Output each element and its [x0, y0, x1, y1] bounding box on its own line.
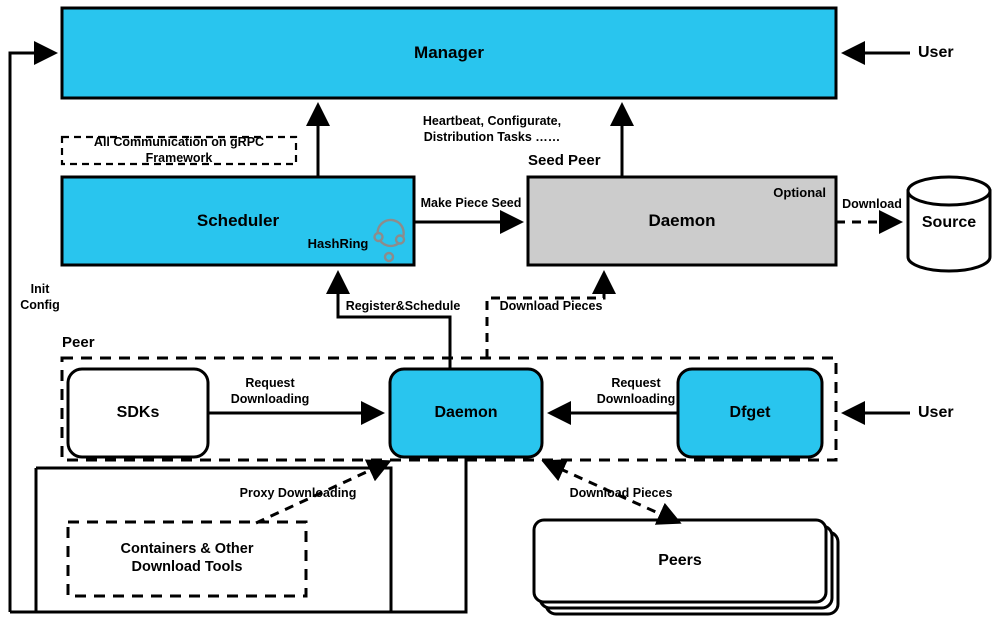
edge-init-config-return — [10, 458, 468, 614]
edge-download-pieces-seed — [485, 270, 616, 358]
edge-download-pieces-peers — [541, 459, 682, 525]
edge-label-request-downloading-sdks: Request Downloading — [230, 376, 310, 406]
edge-label-make-piece-seed: Make Piece Seed — [420, 196, 522, 211]
manager-box[interactable] — [60, 6, 838, 100]
hash-ring-icon — [373, 218, 406, 263]
grpc-note-box — [60, 135, 298, 166]
peer-daemon-box[interactable] — [388, 367, 544, 459]
edge-label-register-schedule: Register&Schedule — [345, 299, 461, 314]
edge-label-init-config: Init Config — [20, 282, 60, 312]
edge-label-proxy-downloading: Proxy Downloading — [239, 486, 357, 501]
edge-register-schedule — [326, 270, 452, 369]
containers-box[interactable] — [66, 520, 308, 598]
peers-stack[interactable] — [532, 518, 840, 616]
edge-label-download-pieces-seed: Download Pieces — [499, 299, 603, 314]
seed-peer-daemon-box[interactable] — [526, 175, 838, 267]
edge-proxy-downloading — [255, 459, 392, 525]
edge-label-download-source: Download — [842, 197, 902, 212]
edge-label-request-downloading-dfget: Request Downloading — [596, 376, 676, 406]
peer-group-label: Peer — [62, 334, 95, 351]
scheduler-box[interactable] — [60, 175, 416, 267]
edge-label-heartbeat: Heartbeat, Configurate, Distribution Tas… — [422, 114, 562, 144]
source-cylinder[interactable] — [906, 175, 992, 273]
edge-label-download-pieces-peers: Download Pieces — [569, 486, 673, 501]
sdks-box[interactable] — [66, 367, 210, 459]
edge-init-config — [8, 41, 58, 612]
seed-peer-group-label: Seed Peer — [528, 152, 601, 169]
dfget-box[interactable] — [676, 367, 824, 459]
